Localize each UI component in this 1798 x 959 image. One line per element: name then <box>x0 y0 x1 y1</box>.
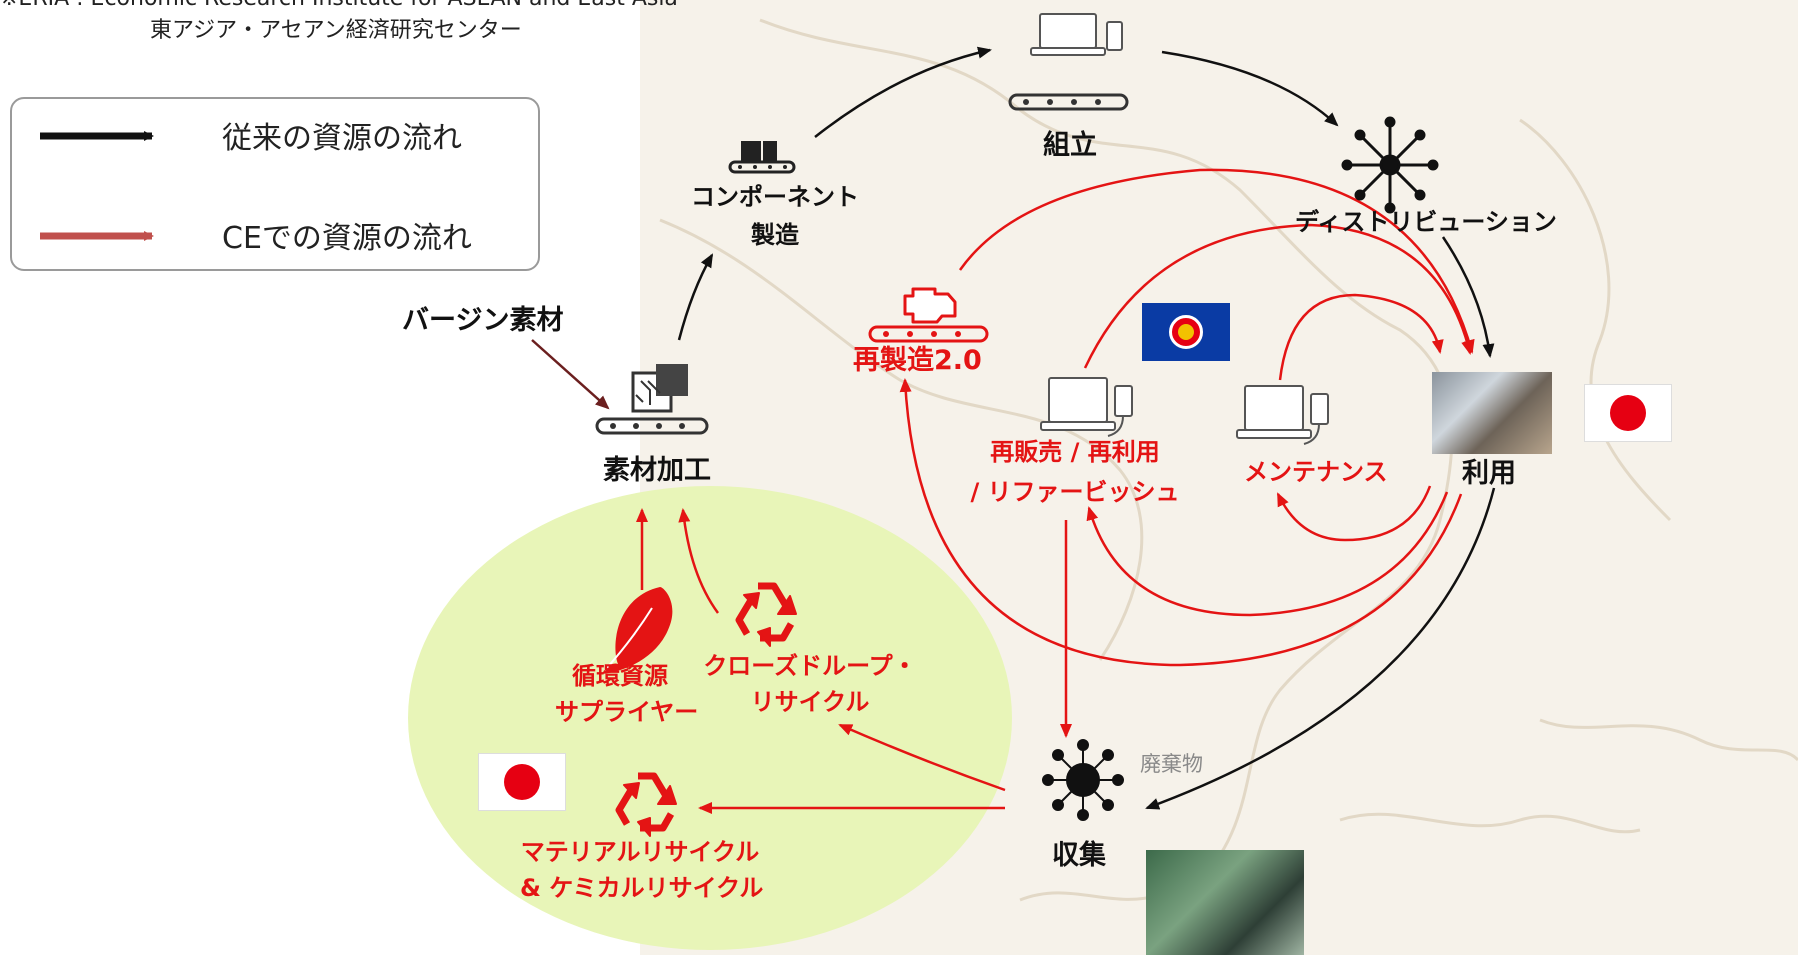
header-eria-english: ※ERIA : Economic Research Institute for … <box>0 0 678 12</box>
arrow-closed-loop-to-processing <box>678 508 720 614</box>
appliances-photo <box>1432 372 1552 454</box>
asean-emblem-center <box>1178 324 1194 340</box>
node-collection: 収集 <box>1052 840 1106 871</box>
arrow-virgin-to-processing <box>531 339 610 410</box>
conveyor-component-icon <box>728 141 796 174</box>
distribution-hub-icon <box>1341 116 1439 214</box>
arrow-use-to-resale <box>1086 491 1449 617</box>
arrow-resale-to-use <box>1083 223 1473 369</box>
recycle-zone <box>408 486 1012 950</box>
arrow-processing-to-component <box>677 253 714 341</box>
recycle-icon-material <box>615 772 677 837</box>
leaf-icon <box>602 587 673 674</box>
node-resale-line2: / リファービッシュ <box>970 478 1180 506</box>
legend-conventional-label: 従来の資源の流れ <box>222 121 462 156</box>
arrow-assembly-to-distribution <box>1161 50 1339 127</box>
node-virgin-material: バージン素材 <box>402 305 564 336</box>
node-closed-loop-line1: クローズドループ・ <box>703 652 917 680</box>
node-use: 利用 <box>1462 458 1516 489</box>
japan-flag-use <box>1584 384 1672 442</box>
node-component-line2: 製造 <box>751 221 799 249</box>
node-assembly: 組立 <box>1043 130 1097 161</box>
arrow-use-to-maintenance <box>1276 485 1432 542</box>
japan-flag-sun <box>504 764 540 800</box>
node-waste: 廃棄物 <box>1140 752 1203 776</box>
arrow-distribution-to-use <box>1441 236 1495 358</box>
conveyor-engine-icon <box>868 287 989 343</box>
node-distribution: ディストリビューション <box>1295 208 1557 236</box>
node-supplier-line1: 循環資源 <box>572 662 668 690</box>
legend: 従来の資源の流れ CEでの資源の流れ <box>10 97 540 271</box>
asean-flag <box>1142 303 1230 361</box>
arrow-component-to-assembly <box>814 46 992 138</box>
japan-flag-recycle <box>478 753 566 811</box>
node-supplier-line2: サプライヤー <box>555 698 699 726</box>
legend-ce-label: CEでの資源の流れ <box>222 221 472 256</box>
conveyor-laptop-icon <box>1008 13 1129 111</box>
laptop-phone-icon-maintenance <box>1236 385 1329 445</box>
laptop-phone-icon-resale <box>1040 377 1133 437</box>
node-material-recycle-line2: & ケミカルリサイクル <box>520 874 764 902</box>
node-remanufacturing: 再製造2.0 <box>853 345 982 376</box>
header-eria-japanese: 東アジア・アセアン経済研究センター <box>150 18 522 43</box>
arrow-use-to-collection <box>1145 487 1496 810</box>
asean-emblem <box>1169 315 1203 349</box>
node-maintenance: メンテナンス <box>1244 458 1388 486</box>
node-closed-loop-line2: リサイクル <box>750 688 870 716</box>
collection-hub-icon <box>1042 739 1124 821</box>
conveyor-chip-icon <box>595 364 709 435</box>
node-component-line1: コンポーネント <box>691 183 859 211</box>
japan-flag-sun <box>1610 395 1646 431</box>
node-material-recycle-line1: マテリアルリサイクル <box>520 838 760 866</box>
arrow-remanufacturing-to-use <box>958 168 1475 354</box>
circuit-board-photo <box>1146 850 1304 955</box>
arrow-maintenance-to-use <box>1278 293 1444 381</box>
node-resale-line1: 再販売 / 再利用 <box>990 438 1160 466</box>
legend-arrows <box>40 131 154 241</box>
node-material-processing: 素材加工 <box>603 455 711 486</box>
arrow-collection-to-closed-loop <box>838 723 1006 792</box>
recycle-icon-closed-loop <box>735 582 797 647</box>
arrow-use-to-remanufacturing <box>899 378 1463 667</box>
